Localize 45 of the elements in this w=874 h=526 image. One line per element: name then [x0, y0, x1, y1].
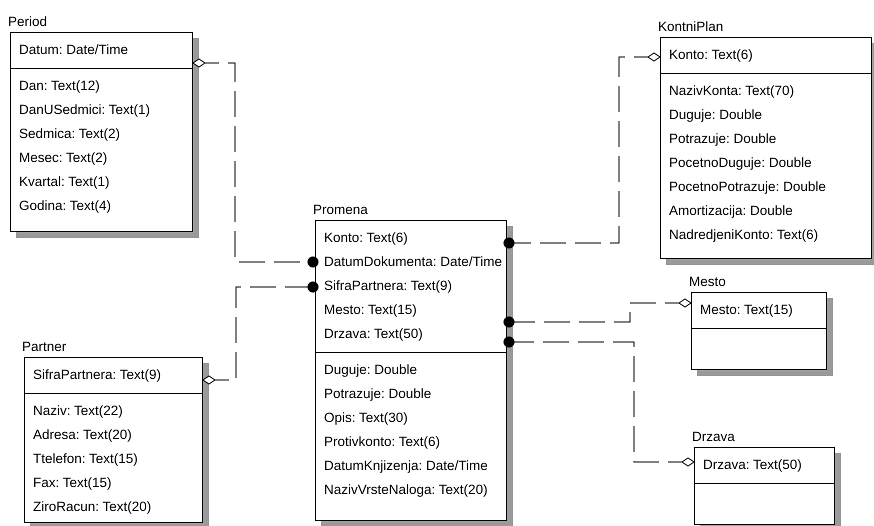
attribute-text: Ttelefon: Text(15) — [33, 450, 138, 468]
attribute-text: Sedmica: Text(2) — [19, 125, 120, 143]
relationship-line — [504, 336, 694, 466]
attribute-text: Adresa: Text(20) — [33, 426, 132, 444]
attribute-text: SifraPartnera: Text(9) — [33, 366, 162, 384]
attribute-text: Protivkonto: Text(6) — [324, 433, 440, 451]
attribute-text: Konto: Text(6) — [669, 46, 753, 64]
attribute-text: Drzava: Text(50) — [703, 456, 802, 474]
attribute-text: Duguje: Double — [669, 106, 762, 124]
attribute-text: Mesec: Text(2) — [19, 149, 108, 167]
attribute-text: Kvartal: Text(1) — [19, 173, 110, 191]
table-name: KontniPlan — [658, 18, 724, 36]
attribute-text: DatumKnjizenja: Date/Time — [324, 457, 488, 475]
attribute-text: SifraPartnera: Text(9) — [324, 277, 452, 295]
attribute-text: Godina: Text(4) — [19, 197, 112, 215]
attribute-text: Mesto: Text(15) — [324, 301, 417, 319]
table-name: Partner — [22, 338, 66, 356]
attribute-text: Mesto: Text(15) — [700, 301, 793, 319]
attribute-text: PocetnoPotrazuje: Double — [669, 178, 826, 196]
attribute-text: NazivKonta: Text(70) — [669, 82, 794, 100]
attribute-text: Amortizacija: Double — [669, 202, 793, 220]
attribute-text: Naziv: Text(22) — [33, 402, 123, 420]
attribute-text: Konto: Text(6) — [324, 229, 408, 247]
attribute-text: NazivVrsteNaloga: Text(20) — [324, 481, 488, 499]
table-name: Drzava — [692, 428, 735, 446]
attribute-text: Potrazuje: Double — [324, 385, 432, 403]
attribute-text: Datum: Date/Time — [19, 41, 128, 59]
attribute-text: ZiroRacun: Text(20) — [33, 498, 152, 516]
table-name: Period — [8, 13, 48, 31]
table-name: Promena — [313, 201, 368, 219]
attribute-text: DanUSedmici: Text(1) — [19, 101, 150, 119]
attribute-text: Opis: Text(30) — [324, 409, 408, 427]
attribute-text: DatumDokumenta: Date/Time — [324, 253, 502, 271]
relationship-line — [202, 282, 318, 384]
attribute-text: Duguje: Double — [324, 361, 418, 379]
relationship-line — [504, 298, 692, 328]
relationship-line — [192, 58, 318, 268]
attribute-text: Drzava: Text(50) — [324, 325, 423, 343]
relationship-line — [504, 52, 660, 248]
attribute-text: NadredjeniKonto: Text(6) — [669, 226, 818, 244]
attribute-text: Dan: Text(12) — [19, 77, 100, 95]
table-name: Mesto — [689, 273, 726, 291]
attribute-text: PocetnoDuguje: Double — [669, 154, 812, 172]
attribute-text: Potrazuje: Double — [669, 130, 776, 148]
attribute-text: Fax: Text(15) — [33, 474, 112, 492]
